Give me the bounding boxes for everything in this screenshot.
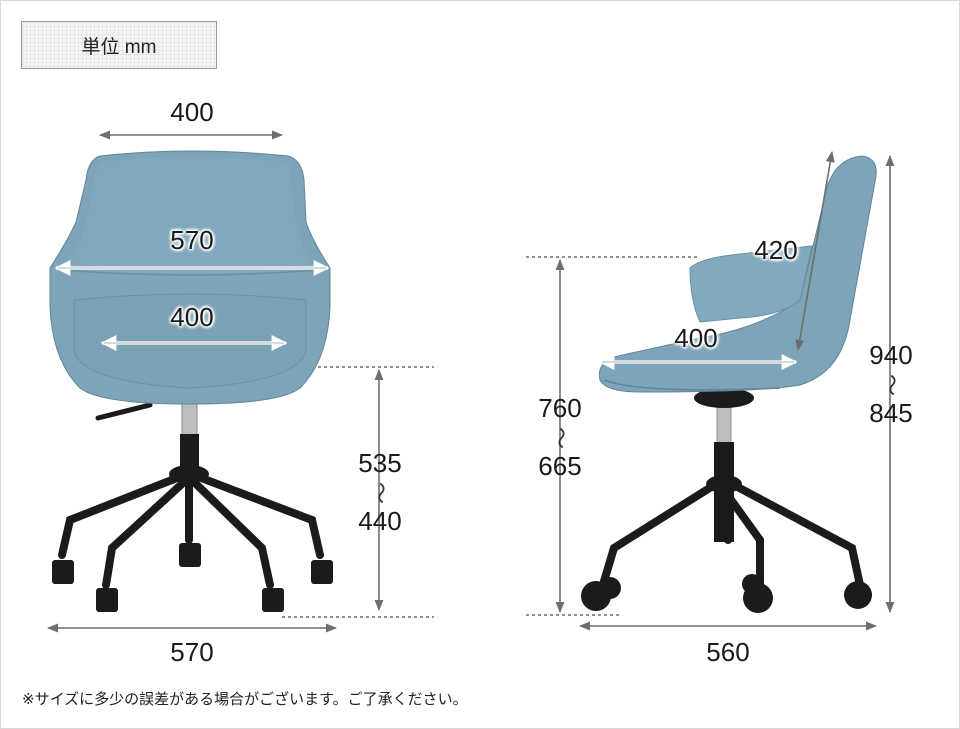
side-total-height-max: 940 [869, 340, 913, 370]
side-view-chair [581, 155, 877, 613]
front-seat-height-range: 535 〜 440 [358, 450, 401, 534]
side-arm-height-range: 760 〜 665 [538, 395, 581, 479]
front-inner-back [62, 157, 318, 273]
front-view-chair [49, 150, 333, 612]
front-top-width-label: 400 [170, 97, 214, 127]
side-cylinder-chrome [716, 403, 732, 445]
front-arm-width-label: 570 [170, 225, 214, 255]
front-cylinder [180, 434, 199, 474]
unit-label-box: 単位 mm [21, 21, 217, 69]
front-seat-height-max: 535 [358, 448, 402, 478]
side-star-base [598, 480, 864, 594]
front-casters [52, 543, 333, 612]
range-separator: 〜 [368, 481, 393, 505]
front-cylinder-chrome [181, 403, 198, 437]
side-arm-height-max: 760 [538, 393, 582, 423]
front-seat-width-label: 400 [170, 302, 214, 332]
front-seat-height-min: 440 [358, 506, 402, 536]
side-arm [689, 245, 813, 323]
unit-label: 単位 mm [81, 36, 157, 58]
side-seat-depth-label: 400 [674, 323, 718, 353]
range-separator: 〜 [879, 373, 904, 397]
tolerance-note: ※サイズに多少の誤差がある場合がございます。ご了承ください。 [22, 691, 468, 708]
side-casters [581, 574, 872, 613]
side-total-height-min: 845 [869, 398, 913, 428]
side-base-depth-label: 560 [706, 637, 750, 667]
side-arm-height-min: 665 [538, 451, 582, 481]
dimension-lines [46, 130, 895, 633]
side-back-height-label: 420 [754, 235, 798, 265]
front-star-base [58, 472, 324, 589]
height-lever [95, 402, 153, 421]
front-base-width-label: 570 [170, 637, 214, 667]
range-separator: 〜 [548, 426, 573, 450]
side-total-height-range: 940 〜 845 [869, 342, 912, 426]
